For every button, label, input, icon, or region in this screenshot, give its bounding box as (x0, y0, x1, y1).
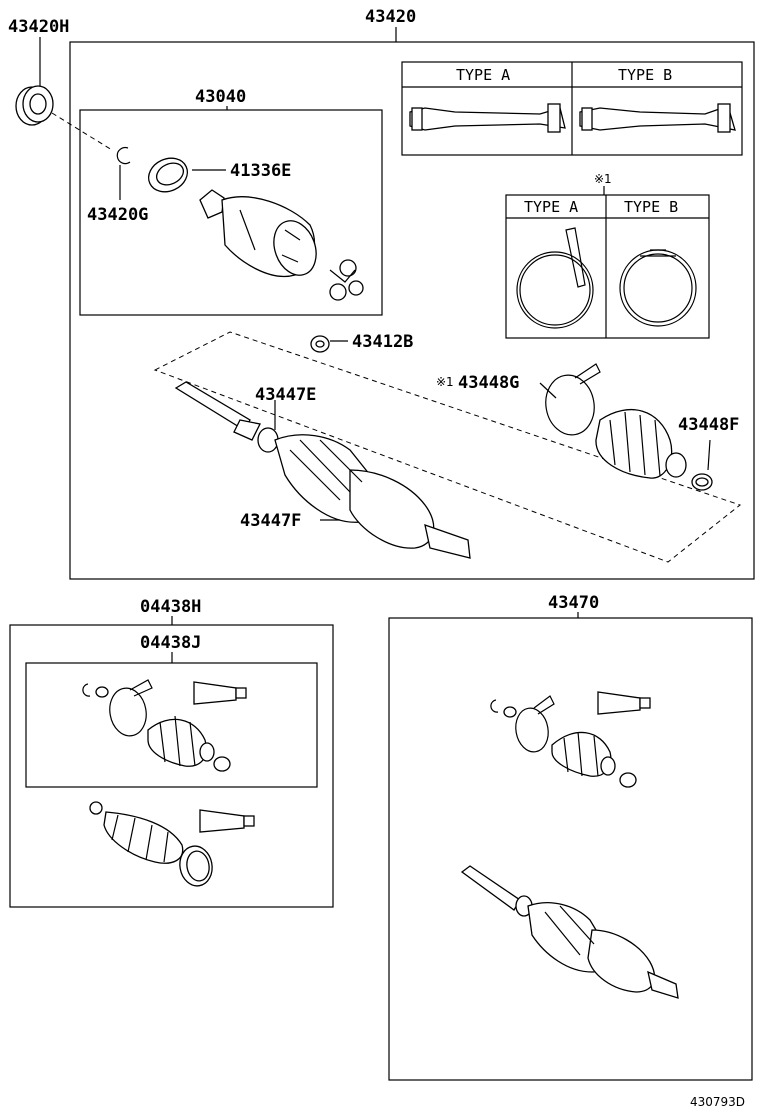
label-04438H: 04438H (140, 597, 201, 617)
type-a-label: TYPE A (456, 66, 510, 84)
assembly-box-43040 (79, 109, 383, 316)
boot-icon (595, 409, 687, 479)
label-43447E: 43447E (255, 385, 316, 405)
ring-icon (503, 706, 517, 718)
grease-tube-icon (199, 809, 255, 833)
snap-ring-icon (82, 683, 91, 697)
clamp-small-icon (213, 756, 231, 772)
boot-icon (551, 731, 616, 777)
type-a-clamp-label: TYPE A (524, 198, 578, 216)
kit-box-04438H (9, 624, 334, 908)
ring-43412B-icon (310, 335, 330, 353)
oil-seal-icon (15, 85, 54, 126)
kit-04438J-parts (82, 679, 247, 772)
tripod-joint-icon (329, 259, 364, 301)
clamp-band-icon (516, 227, 594, 329)
label-43420H: 43420H (8, 17, 69, 37)
clamp-small-icon (619, 772, 637, 788)
label-43448G: 43448G (458, 373, 519, 393)
clamp-band-icon (545, 363, 601, 436)
assembly-box-43470 (388, 617, 753, 1081)
type-b-clamp-label: TYPE B (624, 198, 678, 216)
note-mark-43448G: ※1 (436, 375, 454, 389)
kit-43470-parts (460, 691, 679, 999)
label-41336E: 41336E (230, 161, 291, 181)
kit-04438H-parts (89, 801, 255, 887)
ring-icon (89, 801, 103, 815)
drive-shaft-icon (579, 103, 736, 133)
assembly-box-43420 (69, 41, 755, 580)
ring-icon (95, 686, 109, 698)
grease-tube-icon (193, 681, 247, 705)
label-04438J: 04438J (140, 633, 201, 653)
label-43040: 43040 (195, 87, 246, 107)
boot-icon (147, 715, 215, 767)
clamp-band-icon (515, 695, 555, 753)
note-mark-1: ※1 (594, 172, 612, 186)
boot-icon (103, 811, 184, 864)
label-43412B: 43412B (352, 332, 413, 352)
label-43420G: 43420G (87, 205, 148, 225)
clamp-small-icon (691, 473, 713, 491)
snap-ring-icon (116, 146, 131, 165)
type-table-clamp: TYPE A TYPE B (505, 194, 710, 339)
kit-box-04438J (25, 662, 318, 788)
ring-large-icon (179, 845, 213, 887)
drive-shaft-icon (460, 865, 679, 999)
type-table-shaft: TYPE A TYPE B (401, 61, 743, 156)
clamp-band-icon (109, 679, 153, 737)
figure-code: 430793D (690, 1095, 745, 1109)
drive-shaft-icon (409, 103, 566, 133)
type-b-label: TYPE B (618, 66, 672, 84)
drive-shaft-icon (174, 381, 471, 559)
grease-tube-icon (597, 691, 651, 715)
clamp-band-icon (619, 249, 697, 327)
snap-ring-icon (490, 699, 499, 713)
label-43447F: 43447F (240, 511, 301, 531)
label-43448F: 43448F (678, 415, 739, 435)
label-43470: 43470 (548, 593, 599, 613)
label-43420: 43420 (365, 7, 416, 27)
ring-41336E-icon (148, 157, 188, 193)
joint-housing-icon (199, 189, 317, 277)
